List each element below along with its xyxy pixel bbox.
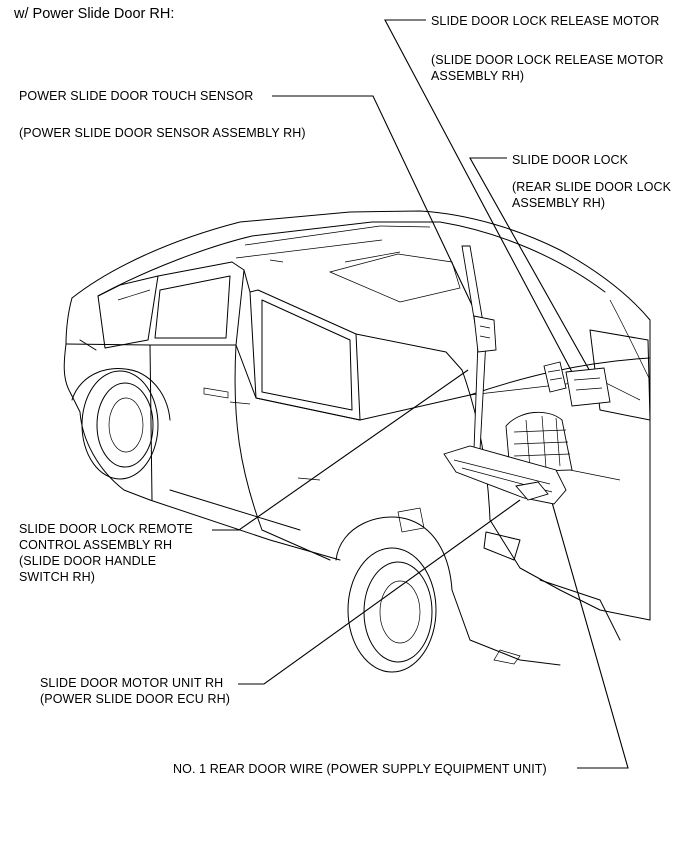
component-rail-and-motor [443,411,573,505]
leader-rear-door-wire [536,449,629,769]
label-door-lock-sub1: (REAR SLIDE DOOR LOCK [512,180,672,194]
label-door-lock: SLIDE DOOR LOCK [512,153,629,167]
label-release-motor: SLIDE DOOR LOCK RELEASE MOTOR [431,14,660,28]
car-body [63,210,651,673]
label-release-motor-sub2: ASSEMBLY RH) [431,69,525,83]
leader-door-lock [469,157,597,383]
component-rear-door-lock [565,367,611,407]
label-release-motor-sub1: (SLIDE DOOR LOCK RELEASE MOTOR [431,53,664,67]
label-remote-control-1: SLIDE DOOR LOCK REMOTE [19,522,193,536]
label-remote-control-2: CONTROL ASSEMBLY RH [19,538,173,552]
leader-touch-sensor [272,95,481,323]
label-door-lock-sub2: ASSEMBLY RH) [512,196,606,210]
leader-remote-control [212,369,469,531]
label-remote-control-4: SWITCH RH) [19,570,95,584]
label-motor-unit-2: (POWER SLIDE DOOR ECU RH) [40,692,231,706]
component-touch-sensor [461,245,497,451]
leader-release-motor [384,19,573,373]
component-release-motor [543,361,567,393]
label-motor-unit-1: SLIDE DOOR MOTOR UNIT RH [40,676,224,690]
label-remote-control-3: (SLIDE DOOR HANDLE [19,554,157,568]
label-touch-sensor-sub1: (POWER SLIDE DOOR SENSOR ASSEMBLY RH) [19,126,306,140]
label-touch-sensor: POWER SLIDE DOOR TOUCH SENSOR [19,89,254,103]
leader-motor-unit [238,499,521,685]
diagram-title: w/ Power Slide Door RH: [14,6,175,22]
label-rear-door-wire: NO. 1 REAR DOOR WIRE (POWER SUPPLY EQUIP… [173,762,547,776]
